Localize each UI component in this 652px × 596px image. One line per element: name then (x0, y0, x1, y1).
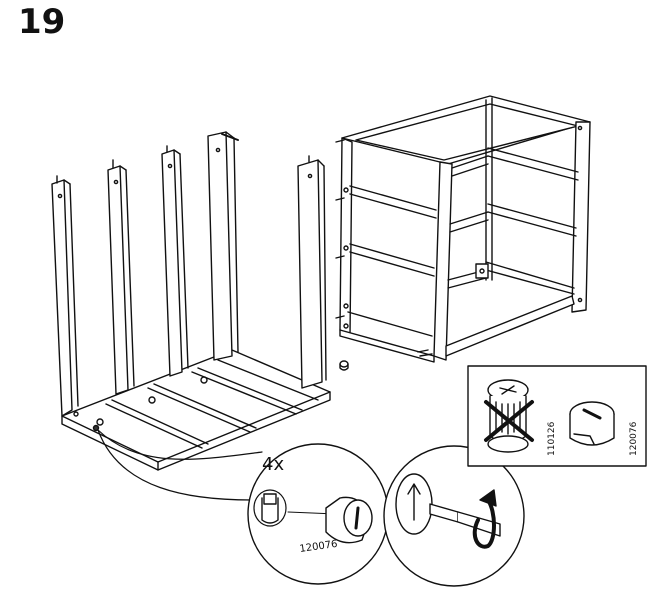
base-frame (61, 349, 331, 471)
quantity-label: 4x (262, 454, 284, 475)
not-allowed-cross-icon (484, 400, 534, 442)
zoom-circle-cam-lock (247, 443, 389, 585)
cam-lock-icon (487, 379, 529, 453)
screwdriver-icon (429, 503, 501, 537)
cam-lock-icon (339, 360, 349, 371)
cam-lock-icon (325, 496, 373, 544)
base-slat (105, 399, 209, 449)
base-slat (217, 359, 319, 401)
part-number-right: 120076 (629, 421, 639, 456)
part-number-wrong: 110126 (547, 421, 557, 456)
upright-rod (207, 131, 239, 361)
parts-comparison-box: 110126 120076 (467, 365, 647, 467)
base-slat (191, 367, 303, 415)
rotate-clockwise-icon (472, 489, 497, 549)
upright-rod (161, 145, 189, 377)
upright-rod (107, 159, 135, 395)
step-number: 19 (18, 2, 66, 42)
base-slat (147, 383, 257, 433)
part-number-label: 120076 (299, 539, 338, 555)
cam-lock-icon (569, 401, 615, 446)
callout-leader (97, 429, 253, 501)
cabinet-frame (335, 95, 591, 363)
zoom-circle-tighten (383, 445, 525, 587)
callout-leader (97, 429, 263, 460)
upright-rod (297, 155, 327, 389)
upright-rod (51, 175, 79, 417)
